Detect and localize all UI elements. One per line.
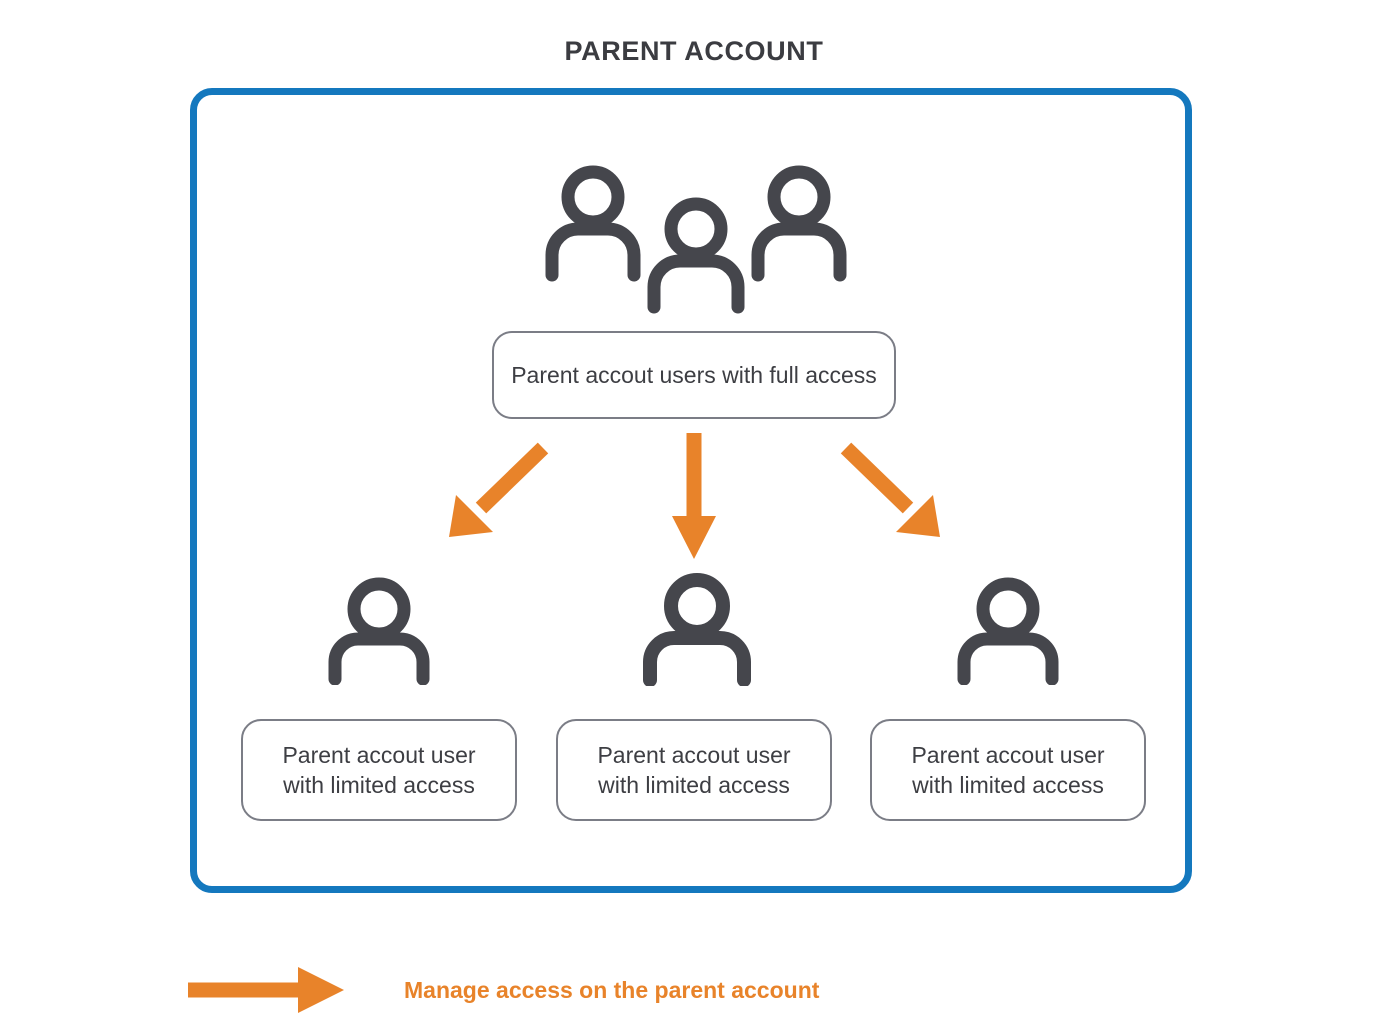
child-label-box-3: Parent accout user with limited access	[870, 719, 1146, 821]
parent-users-label-box: Parent accout users with full access	[492, 331, 896, 419]
child-label-2: Parent accout user with limited access	[597, 741, 791, 798]
child-label-box-1: Parent accout user with limited access	[241, 719, 517, 821]
page-title: PARENT ACCOUNT	[564, 36, 824, 66]
person-icon-1	[321, 575, 437, 686]
child-label-1: Parent accout user with limited access	[282, 741, 476, 798]
right-arrow-icon	[188, 967, 344, 1013]
child-label-3: Parent accout user with limited access	[911, 741, 1105, 798]
parent-users-label: Parent accout users with full access	[511, 361, 877, 388]
person-icon-2	[636, 570, 758, 687]
legend-label: Manage access on the parent account	[404, 976, 820, 1003]
legend: Manage access on the parent account	[186, 962, 906, 1018]
person-icon-3	[950, 575, 1066, 686]
child-label-box-2: Parent accout user with limited access	[556, 719, 832, 821]
group-of-three-people-icon	[536, 157, 856, 317]
